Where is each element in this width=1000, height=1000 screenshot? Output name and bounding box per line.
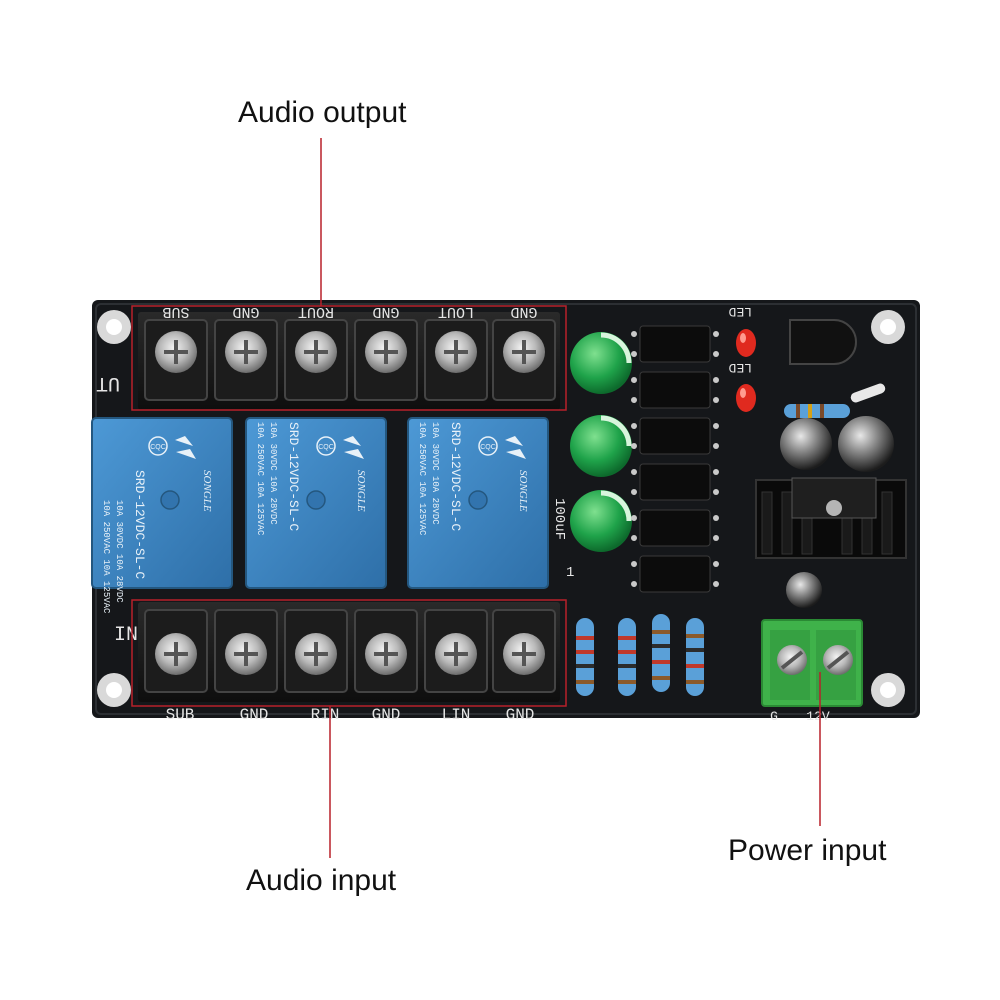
input-highlight-box xyxy=(131,599,567,707)
mounting-holes xyxy=(97,310,905,707)
terminal-label-top-4: GND xyxy=(372,303,399,320)
terminal-label-bottom-4: GND xyxy=(372,706,401,724)
small-resistor-diode xyxy=(784,383,886,418)
capacitor-label: 100uF xyxy=(551,498,567,540)
terminal-label-top-3: ROUT xyxy=(298,303,334,320)
svg-text:SRD-12VDC-SL-C: SRD-12VDC-SL-C xyxy=(286,422,301,531)
svg-text:SONGLE: SONGLE xyxy=(201,470,213,512)
svg-text:CQC: CQC xyxy=(318,444,334,451)
power-label-12v: 12V xyxy=(806,709,830,724)
svg-text:10A 250VAC 10A 125VAC: 10A 250VAC 10A 125VAC xyxy=(255,422,265,536)
terminal-label-bottom-6: GND xyxy=(506,706,535,724)
power-terminal xyxy=(761,619,863,707)
resistors xyxy=(576,614,704,696)
svg-text:SONGLE: SONGLE xyxy=(355,470,367,512)
svg-text:CQC: CQC xyxy=(150,444,166,451)
svg-text:10A 30VDC 10A 28VDC: 10A 30VDC 10A 28VDC xyxy=(114,500,124,603)
input-terminal-labels: SUB GND RIN GND LIN GND xyxy=(166,706,535,724)
pin-label: 1 xyxy=(566,565,574,581)
relays: CQC 10A 250VAC 10A 125VAC 10A 30VDC 10A … xyxy=(91,417,549,614)
terminal-label-bottom-1: SUB xyxy=(166,706,195,724)
heatsink xyxy=(755,477,907,559)
svg-text:SRD-12VDC-SL-C: SRD-12VDC-SL-C xyxy=(132,470,147,579)
power-label-g: G xyxy=(770,709,778,724)
terminal-label-bottom-2: GND xyxy=(240,706,269,724)
svg-text:10A 250VAC 10A 125VAC: 10A 250VAC 10A 125VAC xyxy=(417,422,427,536)
terminal-label-bottom-5: LIN xyxy=(442,706,471,724)
transistor xyxy=(789,319,857,365)
led-label-1: LED xyxy=(728,304,752,319)
led-label-2: LED xyxy=(728,360,752,375)
svg-text:10A 250VAC 10A 125VAC: 10A 250VAC 10A 125VAC xyxy=(101,500,111,614)
svg-text:10A 30VDC 10A 28VDC: 10A 30VDC 10A 28VDC xyxy=(268,422,278,525)
led-indicators xyxy=(736,329,756,412)
output-highlight-box xyxy=(131,305,567,411)
callout-annotations xyxy=(131,138,821,858)
svg-text:SRD-12VDC-SL-C: SRD-12VDC-SL-C xyxy=(448,422,463,531)
input-terminal-block xyxy=(138,602,560,702)
side-label-out: UT xyxy=(96,371,120,394)
callout-audio-output: Audio output xyxy=(238,96,407,129)
side-label-in: IN xyxy=(114,624,138,647)
svg-text:SONGLE: SONGLE xyxy=(517,470,529,512)
optocoupler-chips xyxy=(631,325,719,593)
terminal-label-top-6: GND xyxy=(510,303,537,320)
green-capacitors xyxy=(570,332,632,552)
terminal-label-top-1: SUB xyxy=(162,303,189,320)
output-terminal-block: SUB GND ROUT GND LOUT GND xyxy=(138,303,560,410)
svg-text:CQC: CQC xyxy=(480,444,496,451)
terminal-label-bottom-3: RIN xyxy=(311,706,340,724)
terminal-label-top-2: GND xyxy=(232,303,259,320)
svg-text:10A 30VDC 10A 28VDC: 10A 30VDC 10A 28VDC xyxy=(430,422,440,525)
callout-power-input: Power input xyxy=(728,834,887,867)
terminal-label-top-5: LOUT xyxy=(438,303,474,320)
black-capacitors xyxy=(780,416,894,608)
callout-audio-input: Audio input xyxy=(246,864,397,897)
